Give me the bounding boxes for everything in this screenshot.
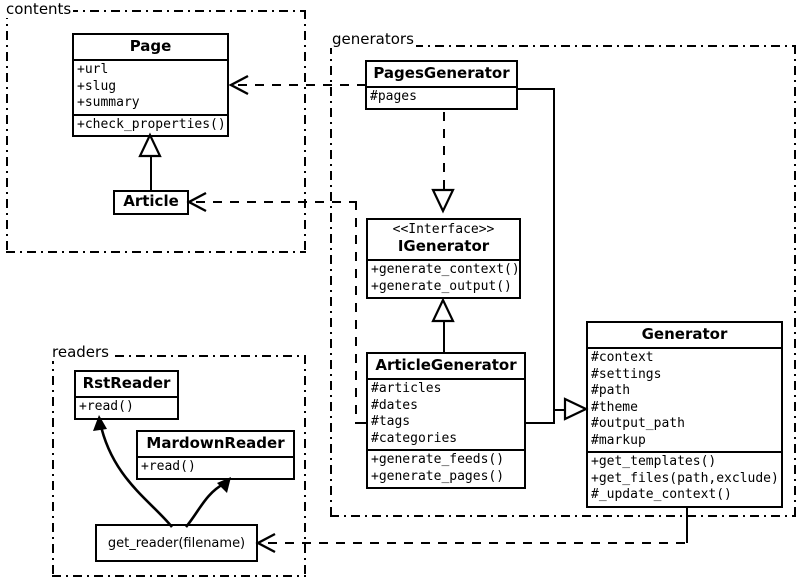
dependency-articlegenerator-to-article-h — [196, 201, 356, 203]
class-box-article[interactable]: Article — [113, 190, 189, 215]
readers-package-border-bottom — [52, 575, 306, 577]
generators-package-border-bottom — [330, 515, 796, 517]
class-methods-igenerator: +generate_context() +generate_output() — [368, 259, 520, 297]
class-box-pagesgenerator[interactable]: PagesGenerator #pages — [365, 60, 518, 110]
attribute-item: #theme — [591, 399, 638, 415]
attribute-item: #tags — [371, 414, 411, 430]
class-name-igenerator: <<Interface>> IGenerator — [368, 220, 519, 259]
generalization-articlegenerator-riser — [553, 409, 555, 423]
dependency-generator-to-getreader-h — [268, 542, 688, 544]
dependency-generator-to-getreader-riser — [686, 501, 688, 543]
contents-package-border-bottom — [6, 251, 306, 253]
contents-package-border-right — [304, 10, 306, 253]
arrowhead-triangle-to-igenerator-realization — [431, 188, 455, 214]
generators-package-border-right — [794, 45, 796, 517]
attribute-item: #markup — [591, 432, 646, 448]
class-methods-generator: +get_templates() +get_files(path,exclude… — [588, 451, 781, 506]
class-box-generator[interactable]: Generator #context #settings #path #them… — [586, 321, 783, 508]
generalization-articlegenerator-to-generator-h — [526, 422, 555, 424]
attribute-item: +url — [77, 62, 109, 78]
dependency-articlegenerator-stub — [355, 422, 367, 424]
readers-package-border-top — [52, 355, 306, 357]
method-item: +generate_feeds() — [371, 452, 505, 468]
generalization-pagesgenerator-to-generator-h — [518, 88, 555, 90]
package-label-generators: generators — [330, 30, 416, 48]
curve-getreader-to-mardownreader — [184, 481, 226, 528]
attribute-item: #path — [591, 383, 631, 399]
package-label-readers: readers — [50, 343, 111, 361]
dependency-pagesgenerator-to-page — [238, 84, 366, 86]
arrowhead-triangle-to-generator — [563, 397, 589, 421]
contents-package-border-top — [6, 10, 306, 12]
method-item: +read() — [141, 459, 196, 475]
class-attributes-generator: #context #settings #path #theme #output_… — [588, 347, 781, 451]
class-name-label-igenerator: IGenerator — [397, 236, 490, 255]
class-name-pagesgenerator: PagesGenerator — [373, 64, 510, 82]
class-box-rstreader[interactable]: RstReader +read() — [74, 370, 179, 420]
package-label-contents: contents — [4, 0, 74, 18]
generalization-article-to-page — [150, 156, 152, 190]
class-box-mardownreader[interactable]: MardownReader +read() — [136, 430, 295, 480]
attribute-item: #dates — [371, 397, 418, 413]
method-item: +check_properties() — [77, 116, 226, 132]
method-item: +get_templates() — [591, 454, 717, 470]
arrowhead-triangle-to-page — [138, 132, 162, 158]
class-methods-page: +check_properties() — [74, 113, 227, 136]
class-name-generator: Generator — [641, 325, 728, 343]
method-item: +read() — [79, 399, 134, 415]
class-name-articlegenerator: ArticleGenerator — [375, 356, 517, 374]
contents-package-border-left — [6, 10, 8, 253]
method-item: +generate_output() — [371, 278, 512, 294]
class-attributes-articlegenerator: #articles #dates #tags #categories — [368, 378, 524, 449]
method-item: #_update_context() — [591, 487, 732, 503]
class-name-rstreader: RstReader — [82, 374, 171, 392]
class-name-page: Page — [129, 37, 172, 55]
class-attributes-page: +url +slug +summary — [74, 59, 227, 114]
attribute-item: +summary — [77, 95, 140, 111]
class-name-mardownreader: MardownReader — [146, 434, 285, 452]
method-item: +generate_pages() — [371, 468, 505, 484]
function-box-get-reader[interactable]: get_reader(filename) — [95, 524, 258, 562]
readers-package-border-right — [304, 355, 306, 577]
method-item: +generate_context() — [371, 262, 520, 278]
class-box-igenerator[interactable]: <<Interface>> IGenerator +generate_conte… — [366, 218, 521, 300]
attribute-item: #settings — [591, 366, 662, 382]
generalization-articlegenerator-to-igenerator — [443, 321, 445, 354]
attribute-item: #articles — [371, 381, 442, 397]
arrowhead-triangle-to-igenerator-generalization — [431, 297, 455, 323]
generators-package-border-top — [330, 45, 796, 47]
realization-pagesgenerator-to-igenerator — [443, 112, 445, 190]
attribute-item: +slug — [77, 78, 117, 94]
generalization-to-generator-stub — [553, 409, 566, 411]
class-methods-rstreader: +read() — [76, 396, 177, 418]
class-name-article: Article — [123, 192, 179, 210]
attribute-item: #output_path — [591, 416, 685, 432]
attribute-item: #pages — [370, 89, 417, 105]
attribute-item: #context — [591, 350, 654, 366]
class-methods-mardownreader: +read() — [138, 456, 293, 478]
class-box-page[interactable]: Page +url +slug +summary +check_properti… — [72, 33, 229, 138]
method-item: +get_files(path,exclude) — [591, 470, 779, 486]
generalization-to-generator-v — [553, 88, 555, 410]
class-stereotype-igenerator: <<Interface>> — [392, 222, 495, 237]
attribute-item: #categories — [371, 430, 458, 446]
function-name-get-reader: get_reader(filename) — [107, 535, 246, 551]
dependency-articlegenerator-to-article-v — [355, 201, 357, 423]
class-attributes-pagesgenerator: #pages — [367, 86, 516, 108]
class-methods-articlegenerator: +generate_feeds() +generate_pages() — [368, 449, 524, 487]
class-box-articlegenerator[interactable]: ArticleGenerator #articles #dates #tags … — [366, 352, 526, 490]
readers-package-border-left — [52, 355, 54, 577]
generators-package-border-left — [330, 45, 332, 517]
